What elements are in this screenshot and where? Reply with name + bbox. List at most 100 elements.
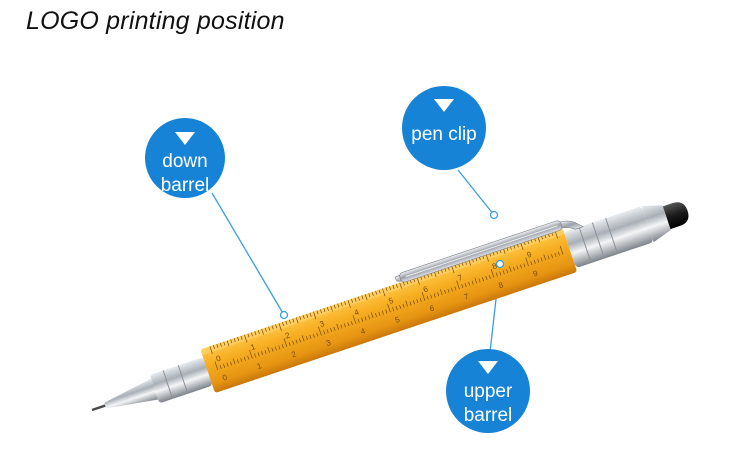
ruler-tick	[357, 296, 360, 301]
ruler-tick	[209, 346, 213, 355]
ruler-tick	[543, 254, 547, 261]
ruler-tick	[271, 325, 274, 330]
pen-clip-leader	[457, 169, 495, 216]
upper-barrel-anchor	[495, 259, 505, 269]
ruler-tick	[264, 327, 267, 332]
ruler-tick	[264, 349, 267, 354]
ruler-tick	[226, 362, 229, 367]
ruler-tick	[344, 301, 347, 306]
ruler-tick	[488, 274, 491, 279]
ruler-tick	[274, 346, 277, 351]
ruler-tick	[301, 335, 305, 342]
ruler-tick	[340, 302, 343, 307]
ruler-tick	[471, 280, 474, 285]
ruler-tick	[233, 338, 236, 343]
leader-anchors	[279, 210, 505, 320]
ruler-tick	[402, 303, 405, 308]
ruler-tick	[547, 255, 550, 260]
ruler-tick	[275, 324, 278, 329]
ruler-tick	[439, 289, 443, 296]
ruler-tick	[381, 310, 384, 315]
ruler-tick	[283, 338, 288, 348]
ruler-label: 4	[353, 307, 361, 317]
ruler-tick	[374, 312, 377, 317]
ruler-tick	[223, 341, 226, 346]
ruler-tick	[343, 323, 346, 328]
ruler-tick	[530, 261, 533, 266]
ruler-tick	[352, 315, 357, 324]
ruler-tick	[409, 301, 412, 306]
ruler-tick	[444, 289, 446, 294]
ruler-tick	[288, 341, 291, 346]
ruler-tick	[292, 318, 295, 323]
ruler-tick	[254, 331, 257, 336]
ruler-tick	[419, 297, 422, 302]
ruler-tick	[271, 347, 274, 352]
ruler-tick	[395, 306, 398, 311]
ruler-tick	[337, 303, 340, 308]
ruler-tick	[482, 277, 484, 282]
ruler-tick	[292, 340, 295, 345]
ruler-tick	[554, 230, 558, 239]
ruler-label: 3	[319, 319, 327, 329]
ruler-tick	[478, 278, 481, 283]
down-barrel-badge: down barrel	[145, 118, 225, 198]
ruler-tick	[323, 330, 326, 335]
ruler-tick	[520, 242, 524, 251]
ruler-tick	[468, 281, 471, 286]
ruler-tick	[437, 292, 440, 297]
ruler-tick	[350, 321, 353, 326]
ruler-tick	[232, 358, 236, 365]
ruler-tick	[364, 316, 367, 321]
ruler-tick	[281, 344, 284, 349]
page-title: LOGO printing position	[26, 7, 285, 35]
ruler-tick	[485, 276, 488, 281]
ruler-tick	[309, 334, 312, 339]
ruler-tick	[320, 309, 322, 314]
cap-taper	[641, 205, 671, 243]
ruler-tick	[382, 288, 386, 297]
ruler-tick	[461, 284, 464, 289]
ruler-tick	[540, 257, 543, 262]
down-barrel-anchor	[279, 310, 289, 320]
ruler-tick	[405, 300, 408, 307]
ruler-tick	[392, 307, 395, 312]
ruler-tick	[387, 303, 391, 313]
ruler-tick	[323, 308, 326, 313]
ruler-tick	[395, 283, 398, 288]
ruler-tick	[506, 269, 509, 274]
ruler-label: 1	[256, 361, 264, 371]
down-barrel-label: down barrel	[160, 151, 210, 196]
ruler-tick	[295, 339, 298, 344]
ruler-tick	[309, 312, 312, 317]
ruler-tick	[354, 297, 357, 302]
ruler-tick	[299, 338, 301, 343]
ruler-tick	[421, 292, 426, 301]
ruler-tick	[299, 316, 302, 321]
ruler-tick	[213, 345, 215, 350]
ruler-tick	[257, 330, 260, 335]
ruler-tick	[357, 318, 360, 323]
stylus-tip	[662, 202, 689, 230]
pen-clip-anchor	[489, 210, 499, 220]
ruler-label: 8	[491, 261, 499, 271]
ruler-tick	[502, 270, 505, 275]
ruler-tick	[454, 286, 457, 291]
ruler-label: 6	[428, 303, 436, 313]
ruler-tick	[305, 336, 308, 341]
ruler-label: 2	[290, 349, 298, 359]
ruler-tick	[226, 340, 230, 347]
tip-cone	[104, 378, 159, 409]
ruler-tick	[416, 299, 419, 304]
ruler-tick	[456, 280, 460, 290]
ruler-tick	[499, 271, 502, 276]
ruler-tick	[247, 355, 250, 360]
ruler-tick	[285, 320, 288, 325]
ruler-tick	[219, 364, 222, 369]
ruler-tick	[412, 300, 415, 305]
ruler-tick	[508, 266, 512, 272]
ruler-tick	[254, 353, 257, 358]
ruler-tick	[223, 363, 226, 368]
ruler-tick	[368, 293, 371, 298]
